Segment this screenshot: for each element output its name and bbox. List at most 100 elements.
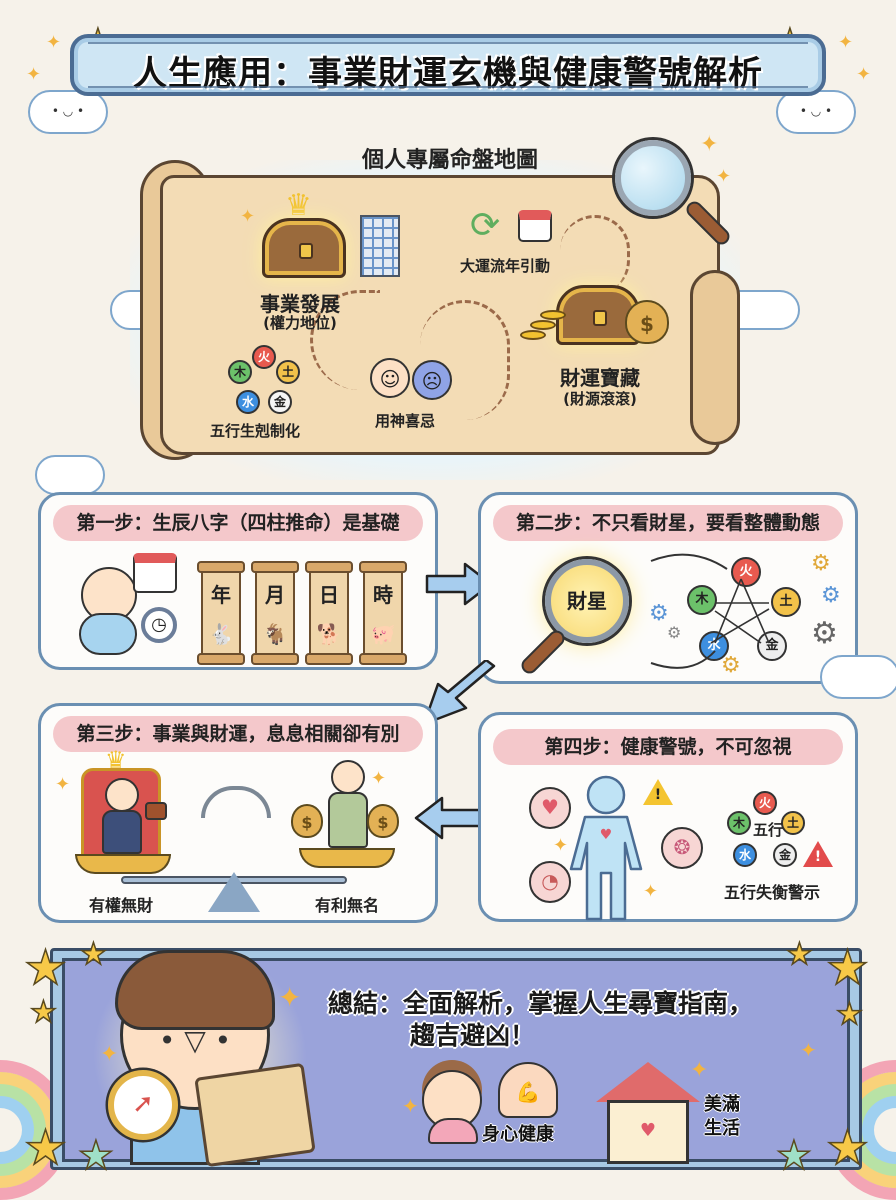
bridge-icon bbox=[201, 786, 271, 818]
element-fire-icon: 火 bbox=[252, 345, 276, 369]
generation-cycle-arrows bbox=[650, 553, 770, 669]
element-earth-icon: 土 bbox=[276, 360, 300, 384]
warning-triangle-icon bbox=[643, 779, 673, 805]
sparkle-icon: ✦ bbox=[55, 774, 71, 795]
cloud-icon bbox=[35, 455, 105, 495]
gear-icon: ⚙ bbox=[821, 583, 841, 608]
element-fire-icon: 火 bbox=[731, 557, 761, 587]
human-body-icon: ♥ bbox=[569, 775, 643, 921]
dashed-path bbox=[420, 300, 510, 420]
star-icon: ★ bbox=[79, 937, 107, 972]
smiling-star-icon: ★ bbox=[23, 940, 68, 996]
map-title: 個人專屬命盤地圖 bbox=[361, 148, 538, 173]
step-2-title: 第二步：不只看財星，要看整體動態 bbox=[493, 505, 843, 541]
strong-arm-icon: 💪 bbox=[498, 1062, 558, 1118]
magnifier-handle bbox=[518, 627, 568, 677]
step-3-card: 第三步：事業與財運，息息相關卻有別 ♛ ✦ $ $ ✦ 有權無財 有利無名 bbox=[38, 703, 438, 923]
deity-face-icon: ☺ bbox=[370, 358, 410, 398]
step-4-title: 第四步：健康警號，不可忽視 bbox=[493, 729, 843, 765]
mint-star-icon: ★ bbox=[775, 1133, 812, 1179]
five-element-imbalance-label: 五行失衡警示 bbox=[723, 883, 820, 902]
star-icon: ★ bbox=[835, 997, 863, 1032]
scale-pan-left bbox=[75, 854, 171, 874]
career-label: 事業發展 bbox=[260, 292, 340, 316]
coin-icon bbox=[530, 320, 556, 330]
kid-face: • ▽ • bbox=[158, 1024, 232, 1057]
gear-icon: ⚙ bbox=[667, 623, 682, 642]
treasure-chest-icon bbox=[262, 218, 346, 278]
summary-line-1: 總結：全面解析，掌握人生尋寶指南， bbox=[328, 989, 754, 1018]
pillar-month: 月 🐐 bbox=[251, 561, 299, 665]
money-bag-icon: $ bbox=[291, 804, 323, 838]
element-fire-icon: 火 bbox=[753, 791, 777, 815]
sparkle-icon: ✦ bbox=[46, 32, 62, 53]
magnifier-icon bbox=[615, 140, 691, 216]
pig-icon: 🐖 bbox=[370, 622, 396, 646]
star-icon: ★ bbox=[785, 937, 813, 972]
mint-star-icon: ★ bbox=[77, 1133, 114, 1179]
element-wood-icon: 木 bbox=[727, 811, 751, 835]
scale-pan-right bbox=[299, 848, 395, 868]
smiling-cloud-icon: • ◡ • bbox=[776, 90, 856, 134]
wealth-star-magnifier: 財星 bbox=[545, 559, 629, 643]
svg-text:♥: ♥ bbox=[600, 827, 613, 843]
cloud-icon bbox=[820, 655, 896, 699]
element-metal-icon: 金 bbox=[773, 843, 797, 867]
treasure-map-icon bbox=[194, 1062, 316, 1168]
step-2-card: 第二步：不只看財星，要看整體動態 財星 火 土 金 水 木 ⚙ ⚙ ⚙ ⚙ ⚙ … bbox=[478, 492, 858, 684]
five-elements-label: 五行生剋制化 bbox=[209, 422, 300, 440]
step-3-title: 第三步：事業與財運，息息相關卻有別 bbox=[53, 716, 423, 752]
gear-icon: ⚙ bbox=[811, 616, 838, 651]
element-water-icon: 水 bbox=[236, 390, 260, 414]
power-no-wealth-label: 有權無財 bbox=[88, 896, 153, 915]
gear-icon: ⚙ bbox=[811, 551, 831, 576]
smiling-cloud-icon: • ◡ • bbox=[28, 90, 108, 134]
rabbit-icon: 🐇 bbox=[208, 622, 234, 646]
warning-triangle-red-icon bbox=[803, 841, 833, 867]
happy-life-label-2: 生活 bbox=[704, 1118, 740, 1139]
page-title: 人生應用：事業財運玄機與健康警號解析 bbox=[133, 54, 763, 94]
brain-organ-icon: ❂ bbox=[661, 827, 703, 869]
career-sublabel: (權力地位) bbox=[263, 314, 337, 332]
sparkle-icon: ✦ bbox=[700, 132, 719, 157]
star-icon: ★ bbox=[29, 995, 57, 1030]
wealth-label: 財運寶藏 bbox=[560, 366, 640, 390]
title-banner: 人生應用：事業財運玄機與健康警號解析 bbox=[70, 34, 826, 96]
summary-line-2: 趨吉避凶！ bbox=[410, 1021, 536, 1050]
element-metal-icon: 金 bbox=[268, 390, 292, 414]
dog-icon: 🐕 bbox=[316, 622, 342, 646]
scale-fulcrum bbox=[208, 872, 260, 912]
money-bag-icon: $ bbox=[367, 804, 399, 838]
office-building-icon bbox=[360, 215, 400, 277]
crown-icon: ♛ bbox=[285, 188, 312, 223]
woman-body bbox=[428, 1118, 478, 1144]
coin-icon bbox=[540, 310, 566, 320]
compass-icon: ➚ bbox=[108, 1070, 178, 1140]
pillar-day: 日 🐕 bbox=[305, 561, 353, 665]
step-1-card: 第一步：生辰八字（四柱推命）是基礎 ◷ 年 🐇 月 🐐 日 🐕 時 🐖 bbox=[38, 492, 438, 670]
wuxing-center-label: 五行 bbox=[752, 821, 783, 839]
element-metal-icon: 金 bbox=[757, 631, 787, 661]
man-shirt bbox=[328, 792, 368, 848]
sparkle-icon: ✦ bbox=[856, 64, 872, 85]
sparkle-icon: ✦ bbox=[553, 835, 569, 856]
pillar-hour: 時 🐖 bbox=[359, 561, 407, 665]
sparkle-icon: ✦ bbox=[100, 1042, 119, 1067]
wealth-no-fame-label: 有利無名 bbox=[314, 896, 379, 915]
element-water-icon: 水 bbox=[733, 843, 757, 867]
sparkle-icon: ✦ bbox=[240, 206, 256, 227]
pillar-year: 年 🐇 bbox=[197, 561, 245, 665]
baby-body bbox=[79, 613, 137, 655]
goat-icon: 🐐 bbox=[262, 622, 288, 646]
cycle-arrows-icon: ⟳ bbox=[470, 205, 501, 246]
happy-life-label-1: 美滿 bbox=[704, 1094, 740, 1115]
arrow-down-left-icon bbox=[422, 660, 496, 726]
sparkle-icon: ✦ bbox=[716, 166, 732, 187]
health-label: 身心健康 bbox=[482, 1124, 554, 1145]
step-4-card: 第四步：健康警號，不可忽視 ♥ ♥ ◔ ❂ ! ✦ ✦ 火 土 金 水 木 五行… bbox=[478, 712, 858, 922]
sad-face-icon: ☹ bbox=[412, 360, 452, 400]
coin-icon bbox=[520, 330, 546, 340]
family-house-icon: ♥ bbox=[607, 1100, 689, 1164]
element-wood-icon: 木 bbox=[228, 360, 252, 384]
dashed-path bbox=[560, 215, 630, 295]
